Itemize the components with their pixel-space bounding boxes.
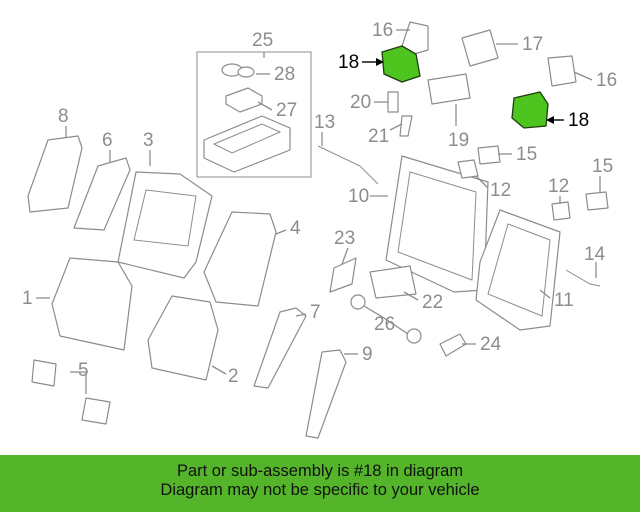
callout-12-left: 12 (490, 180, 511, 201)
part-10-seat-frame (385, 155, 489, 293)
callout-11: 11 (554, 290, 574, 311)
callout-16-right: 16 (596, 70, 617, 91)
callout-28: 28 (274, 64, 295, 85)
callout-2: 2 (228, 366, 239, 387)
part-3-seatback-cover (117, 171, 213, 279)
part-9-trim (305, 349, 347, 439)
part-12-bracket (457, 159, 479, 179)
part-5-bracket (31, 359, 57, 387)
part-27-cupholder (225, 87, 263, 113)
callout-22: 22 (422, 292, 443, 313)
callout-27: 27 (276, 100, 297, 121)
part-26-bushing-a (350, 294, 366, 310)
part-6-side-bolster (73, 157, 131, 231)
part-26-bushing-b (406, 328, 422, 344)
part-14-cable (565, 269, 601, 287)
callout-16-left: 16 (372, 20, 393, 41)
callout-18-right: 18 (568, 110, 589, 131)
leader-lines (36, 29, 601, 394)
callout-20: 20 (350, 92, 371, 113)
part-7-trim (253, 307, 307, 389)
part-12-bracket-right (551, 201, 571, 221)
part-18-headrest-guide-left (381, 45, 421, 83)
part-5-bracket-b (81, 397, 111, 425)
part-1-seat-cushion (51, 257, 133, 351)
callout-6: 6 (102, 130, 113, 151)
callout-9: 9 (362, 344, 373, 365)
part-11-seat-frame (475, 209, 561, 331)
callout-23: 23 (334, 228, 355, 249)
part-20-guide (387, 91, 399, 113)
callout-13: 13 (314, 112, 335, 133)
callout-3: 3 (143, 130, 154, 151)
part-4-seatback-cover (203, 211, 277, 307)
callout-14: 14 (584, 244, 606, 265)
footer-line-1: Part or sub-assembly is #18 in diagram (176, 462, 464, 480)
callout-7: 7 (310, 302, 321, 323)
part-24-trim (439, 333, 467, 357)
part-18-headrest-guide-right (511, 91, 549, 129)
callout-10: 10 (348, 186, 369, 207)
part-25-group (196, 51, 312, 178)
part-8-side-bolster (27, 135, 83, 213)
part-25-box (196, 51, 312, 178)
callout-12-right: 12 (548, 176, 569, 197)
footer-line-2: Diagram may not be specific to your vehi… (160, 481, 480, 499)
callout-21: 21 (368, 126, 389, 147)
callout-15-left: 15 (516, 144, 537, 165)
part-17-headrest (461, 29, 499, 67)
callout-18-left: 18 (338, 52, 359, 73)
part-15-latch-right (585, 191, 609, 211)
part-armrest-tray (203, 115, 291, 173)
callout-17: 17 (522, 34, 543, 55)
part-15-latch (477, 145, 501, 165)
callout-24: 24 (480, 334, 502, 355)
part-16-headrest-right (547, 55, 577, 87)
callout-25: 25 (252, 30, 273, 51)
callout-5: 5 (78, 360, 89, 381)
part-21-guide (399, 115, 413, 137)
callout-8: 8 (58, 106, 69, 127)
footer-banner: Part or sub-assembly is #18 in diagram D… (0, 455, 640, 512)
part-19-headrest-center (427, 73, 471, 105)
part-23-bracket (329, 257, 357, 293)
part-2-seat-cushion (147, 295, 219, 381)
part-13-cable (317, 145, 379, 185)
callout-1: 1 (22, 288, 33, 309)
parts-diagram: 8 6 3 4 1 2 5 7 9 10 11 12 12 13 14 15 1… (22, 20, 617, 439)
callout-4: 4 (290, 218, 301, 239)
callout-26: 26 (374, 314, 395, 335)
part-22-bracket (369, 265, 417, 299)
callout-15-right: 15 (592, 156, 613, 177)
callout-19: 19 (448, 130, 469, 151)
